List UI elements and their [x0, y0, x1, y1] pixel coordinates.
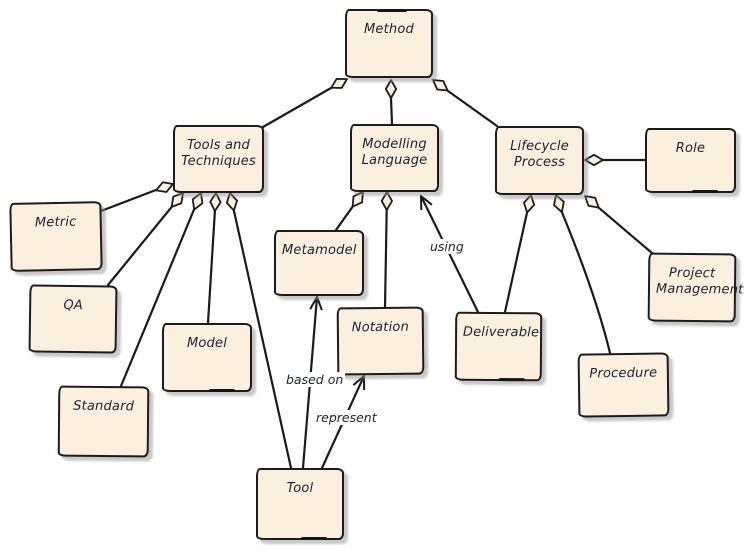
node-procedure[interactable]: Procedure: [577, 352, 670, 418]
diamond-tools-model: [208, 191, 223, 213]
node-deliverable[interactable]: Deliverable: [454, 311, 543, 382]
arrowhead-represent: [352, 375, 366, 391]
node-label: Tools and Techniques: [181, 138, 256, 170]
edge-tools-model: [206, 209, 216, 325]
diamond-lifecycle-procedure: [550, 192, 568, 215]
node-method[interactable]: Method: [345, 9, 433, 78]
diamond-method-tools: [327, 73, 351, 94]
edge-label-represent: represent: [314, 410, 379, 425]
edge-lifecycle-procedure: [560, 210, 612, 355]
diamond-lifecycle-role: [584, 153, 604, 167]
edge-modelling-metamodel: [334, 205, 354, 232]
edge-method-modelling: [389, 96, 394, 126]
node-metamodel[interactable]: Metamodel: [274, 230, 364, 296]
diamond-tools-tool: [224, 190, 240, 213]
node-label: Metric: [34, 214, 77, 231]
edge-modelling-notation: [383, 208, 388, 309]
node-label: Standard: [73, 398, 135, 415]
diamond-tools-standard: [188, 190, 207, 213]
edge-method-lifecycle: [446, 89, 499, 128]
node-label: Metamodel: [282, 243, 357, 258]
node-label: QA: [63, 297, 84, 314]
diamond-modelling-notation: [380, 191, 394, 211]
node-notation[interactable]: Notation: [336, 306, 425, 376]
edge-tools-standard: [119, 208, 196, 388]
node-standard[interactable]: Standard: [57, 385, 150, 458]
arrowhead-using: [420, 195, 433, 211]
node-qa[interactable]: QA: [28, 284, 118, 354]
node-metric[interactable]: Metric: [9, 201, 103, 272]
node-lifecycle-process[interactable]: Lifecycle Process: [495, 126, 584, 195]
edge-method-tools: [261, 86, 333, 129]
node-role[interactable]: Role: [645, 128, 736, 193]
node-label: Modelling Language: [361, 137, 428, 169]
edge-tools-tool: [232, 209, 293, 470]
node-label: Project Management: [655, 265, 744, 298]
node-label: Model: [186, 336, 228, 351]
diamond-modelling-metamodel: [347, 188, 369, 211]
node-project-management[interactable]: Project Management: [647, 252, 744, 323]
diamond-tools-metric: [153, 178, 176, 197]
node-modelling-language[interactable]: Modelling Language: [350, 124, 439, 192]
node-label: Role: [675, 141, 706, 156]
diamond-method-modelling: [384, 79, 398, 99]
node-tools-and-techniques[interactable]: Tools and Techniques: [173, 125, 264, 193]
node-label: Lifecycle Process: [510, 139, 569, 171]
node-model[interactable]: Model: [162, 323, 252, 392]
node-tool[interactable]: Tool: [256, 468, 344, 540]
arrowhead-based-on: [309, 296, 323, 311]
edge-lifecycle-projmgmt: [597, 206, 654, 255]
edge-tools-metric: [99, 188, 158, 213]
node-label: Method: [364, 22, 414, 37]
diamond-lifecycle-deliverable: [521, 192, 537, 215]
edge-tools-qa: [106, 205, 173, 287]
edge-lifecycle-deliverable: [503, 211, 529, 314]
arrowheads: [309, 195, 433, 391]
node-label: Procedure: [589, 365, 658, 382]
node-label: Tool: [286, 481, 314, 496]
node-label: Notation: [351, 319, 410, 336]
edge-label-based-on: based on: [284, 372, 346, 387]
edge-label-using: using: [428, 239, 466, 254]
edge-deliverable-using-modelling: [419, 194, 480, 314]
node-label: Deliverable: [462, 324, 540, 341]
